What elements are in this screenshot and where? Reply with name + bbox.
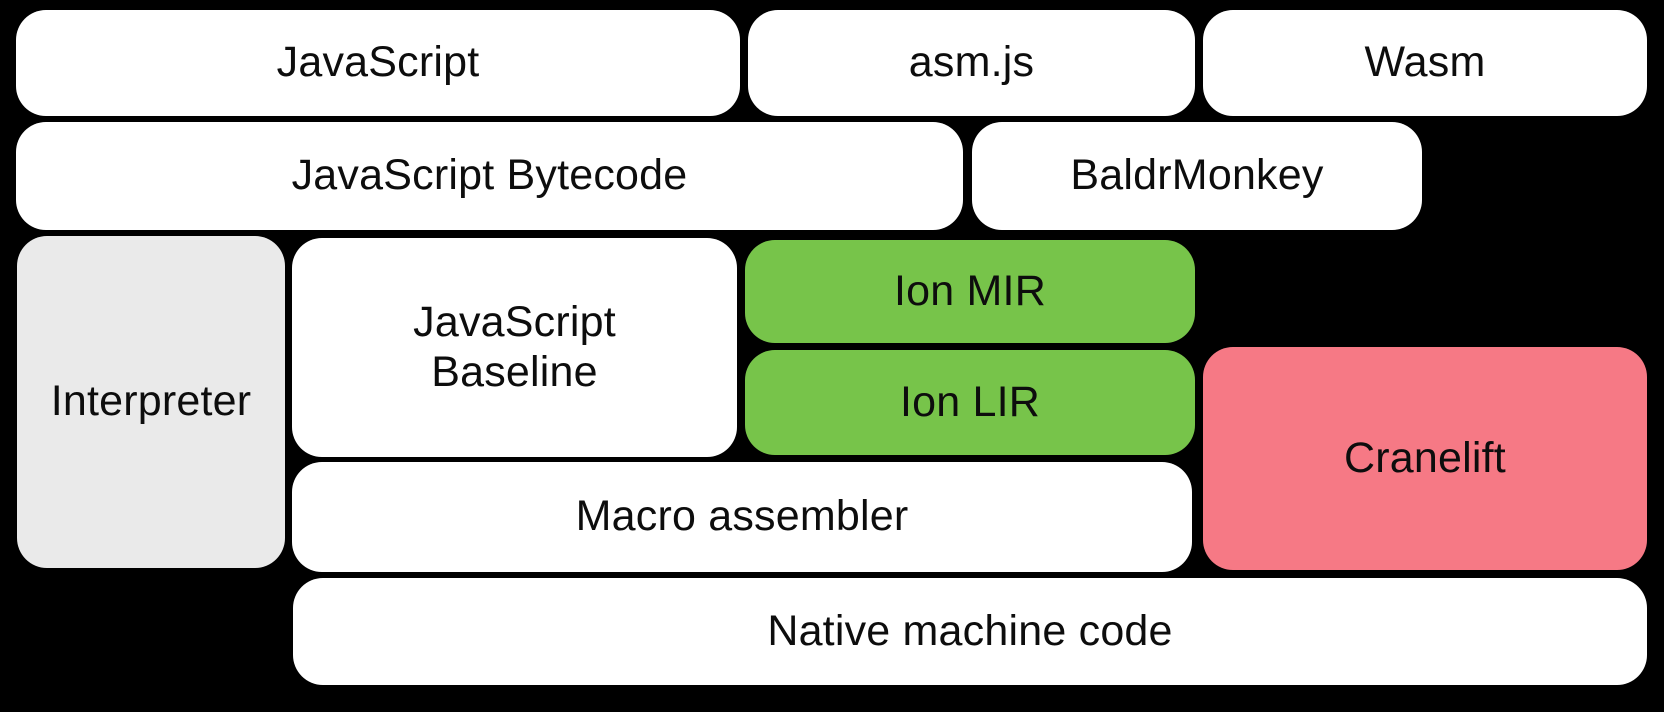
node-ion-mir: Ion MIR bbox=[745, 240, 1195, 343]
node-baldrmonkey: BaldrMonkey bbox=[972, 122, 1422, 230]
node-javascript-bytecode: JavaScript Bytecode bbox=[16, 122, 963, 230]
node-macro-assembler: Macro assembler bbox=[292, 462, 1192, 572]
node-ion-lir: Ion LIR bbox=[745, 350, 1195, 455]
node-javascript: JavaScript bbox=[16, 10, 740, 116]
node-macro-assembler-label: Macro assembler bbox=[575, 492, 909, 541]
node-javascript-bytecode-label: JavaScript Bytecode bbox=[291, 151, 688, 200]
node-native-machine-code-label: Native machine code bbox=[767, 606, 1173, 655]
node-native-machine-code: Native machine code bbox=[293, 578, 1647, 685]
node-javascript-baseline: JavaScript Baseline bbox=[292, 238, 737, 457]
node-wasm-label: Wasm bbox=[1364, 38, 1486, 87]
node-javascript-baseline-label-line1: JavaScript bbox=[413, 298, 616, 347]
node-interpreter: Interpreter bbox=[17, 236, 285, 568]
node-asmjs-label: asm.js bbox=[908, 38, 1035, 87]
node-ion-lir-label: Ion LIR bbox=[899, 377, 1041, 426]
node-cranelift: Cranelift bbox=[1203, 347, 1647, 570]
node-javascript-label: JavaScript bbox=[276, 38, 480, 87]
node-interpreter-label: Interpreter bbox=[50, 377, 252, 426]
node-baldrmonkey-label: BaldrMonkey bbox=[1070, 151, 1324, 200]
node-asmjs: asm.js bbox=[748, 10, 1195, 116]
node-ion-mir-label: Ion MIR bbox=[894, 266, 1046, 315]
node-cranelift-label: Cranelift bbox=[1344, 433, 1506, 482]
node-javascript-baseline-label-line2: Baseline bbox=[431, 347, 598, 396]
node-wasm: Wasm bbox=[1203, 10, 1647, 116]
